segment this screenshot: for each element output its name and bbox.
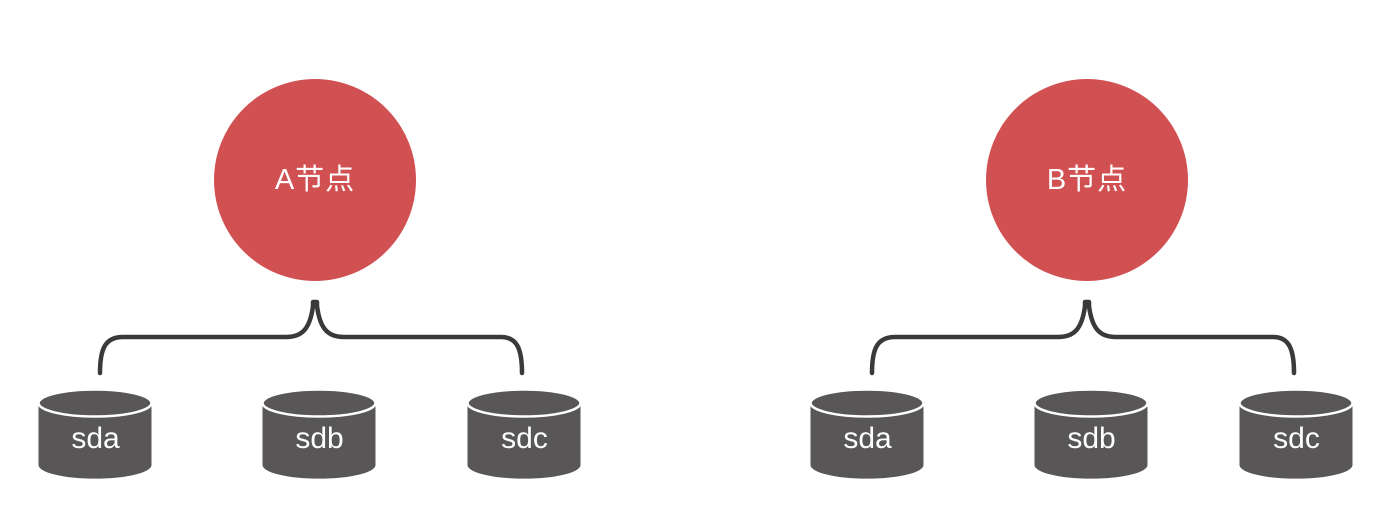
curly-brace-connector-a <box>97 299 525 376</box>
disk-a-sdb: sdb <box>261 389 378 480</box>
node-b-label: B节点 <box>1046 163 1128 196</box>
disk-b-sda-label: sda <box>843 422 892 455</box>
disk-b-sdc: sdc <box>1238 389 1355 480</box>
node-b-circle: B节点 <box>986 79 1188 281</box>
disk-b-sdc-label: sdc <box>1273 422 1320 455</box>
database-icon <box>466 389 582 479</box>
curly-brace-connector-b <box>869 299 1297 376</box>
node-group-b: B节点 sda sdb sdc <box>792 0 1380 528</box>
node-a-circle: A节点 <box>214 79 416 281</box>
node-a-label: A节点 <box>274 163 356 196</box>
node-group-a: A节点 sda sdb sdc <box>20 0 610 528</box>
disk-a-sdc: sdc <box>466 389 583 480</box>
disk-a-sdc-label: sdc <box>501 422 548 455</box>
disk-b-sda: sda <box>809 389 926 480</box>
database-icon <box>37 389 153 479</box>
disk-a-sdb-label: sdb <box>295 422 344 455</box>
disk-b-sdb-label: sdb <box>1067 422 1116 455</box>
database-icon <box>1238 389 1354 479</box>
database-icon <box>261 389 377 479</box>
disk-b-sdb: sdb <box>1033 389 1150 480</box>
disk-a-sda: sda <box>37 389 154 480</box>
database-icon <box>809 389 925 479</box>
disk-a-sda-label: sda <box>71 422 120 455</box>
database-icon <box>1033 389 1149 479</box>
